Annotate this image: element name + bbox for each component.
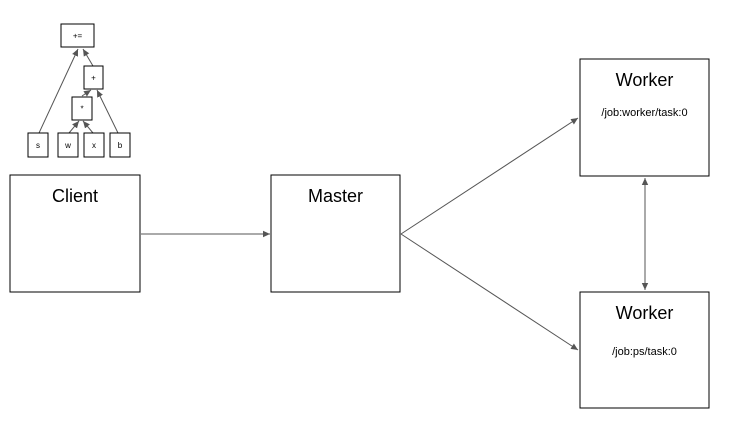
worker-2-label: Worker [616, 303, 674, 323]
edge-master-to-worker-1 [400, 117, 579, 235]
edge-x-to-mul [82, 120, 94, 134]
worker-node-2: Worker /job:ps/task:0 [579, 291, 710, 409]
op-node-w: w [57, 132, 79, 158]
op-node-assign-add: += [60, 23, 95, 48]
op-label-x: x [92, 141, 96, 150]
edge-mul-to-add [81, 89, 92, 97]
op-label-assign-add: += [73, 32, 83, 41]
op-node-add: + [83, 65, 104, 90]
master-label: Master [308, 186, 363, 206]
op-label-w: w [64, 141, 71, 150]
op-label-b: b [118, 141, 123, 150]
worker-1-device: /job:worker/task:0 [601, 107, 687, 119]
op-node-x: x [83, 132, 105, 158]
client-node: Client [9, 174, 141, 293]
op-label-add: + [91, 74, 96, 83]
op-node-b: b [109, 132, 131, 158]
computation-graph: += + * s w x b [27, 23, 131, 158]
op-node-s: s [27, 132, 49, 158]
op-node-mul: * [71, 96, 93, 121]
edge-b-to-add [96, 89, 119, 134]
edge-s-to-assign-add [38, 48, 79, 134]
master-node: Master [270, 174, 401, 293]
client-label: Client [52, 186, 98, 206]
worker-2-device: /job:ps/task:0 [612, 346, 677, 358]
worker-node-1: Worker /job:worker/task:0 [579, 58, 710, 177]
worker-1-label: Worker [616, 70, 674, 90]
op-label-mul: * [80, 105, 83, 114]
edge-add-to-assign-add [82, 48, 94, 67]
edge-w-to-mul [68, 120, 80, 134]
op-label-s: s [36, 141, 40, 150]
edge-master-to-worker-2 [400, 233, 579, 351]
